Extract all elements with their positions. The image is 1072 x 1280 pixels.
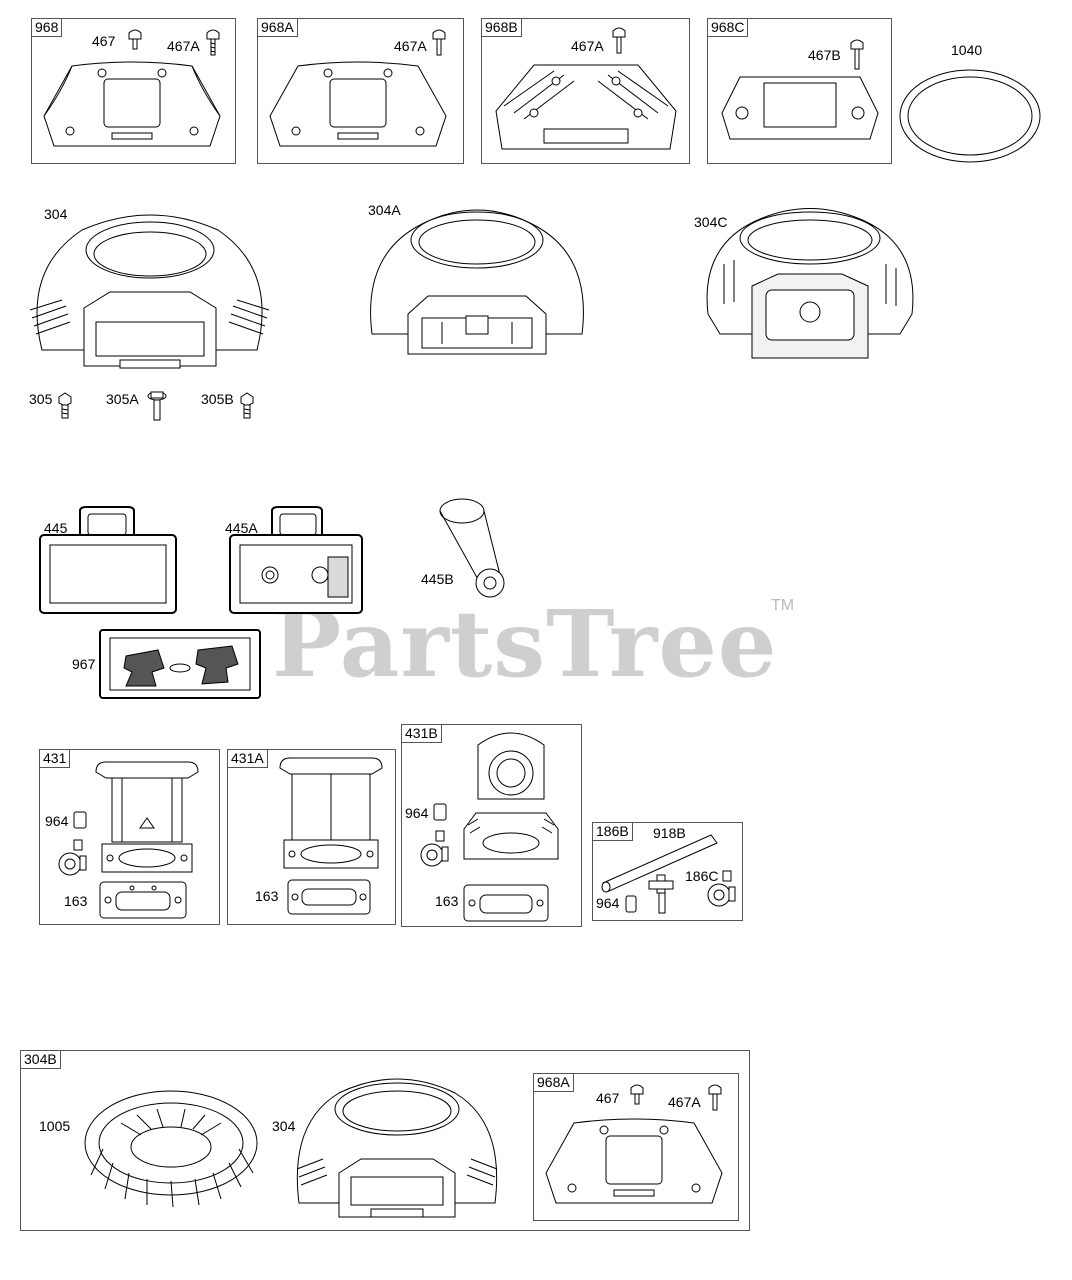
part-label[interactable]: 467A [167,38,200,54]
knob-screw-icon[interactable] [628,1082,646,1108]
group-tag[interactable]: 968B [482,19,522,37]
gasket-163-icon[interactable] [98,880,188,920]
part-group-186b: 186B 918B 964 186C [592,822,743,921]
sleeve-964-icon[interactable] [433,803,447,821]
blower-housing-304a-icon[interactable] [362,204,592,362]
part-group-968: 968 467 467A [31,18,236,164]
bolt-305a-icon[interactable] [147,388,167,422]
part-group-431: 431 964 163 [39,749,220,925]
part-group-304b: 304B 1005 304 968A 467 467A [20,1050,750,1231]
group-tag[interactable]: 968C [708,19,749,37]
part-label[interactable]: 467B [808,47,841,63]
group-tag[interactable]: 431A [228,750,268,768]
cover-968-icon[interactable] [42,61,222,151]
part-label[interactable]: 163 [255,888,279,904]
base-431b-icon[interactable] [456,729,566,879]
part-label[interactable]: 304 [44,206,68,222]
part-group-968b: 968B 467A [481,18,690,164]
knob-screw-icon[interactable] [430,27,448,57]
part-label[interactable]: 304C [694,214,728,230]
group-tag[interactable]: 968A [534,1074,574,1092]
part-group-431b: 431B 964 163 [401,724,582,927]
part-label[interactable]: 445B [421,571,454,587]
part-label[interactable]: 304 [272,1118,296,1134]
flywheel-fan-1005-icon[interactable] [81,1083,261,1213]
base-431-icon[interactable] [92,758,202,878]
bolt-305-icon[interactable] [57,393,73,419]
part-label[interactable]: 186C [685,868,719,884]
part-label[interactable]: 967 [72,656,96,672]
part-label[interactable]: 305 [29,391,53,407]
pre-cleaner-967-icon[interactable] [98,628,262,700]
air-filter-445a-icon[interactable] [228,505,364,615]
breather-fitting-icon[interactable] [418,831,448,869]
sleeve-964-icon[interactable] [73,811,87,829]
part-label[interactable]: 305B [201,391,234,407]
part-group-968a-nested: 968A 467 467A [533,1073,739,1221]
sleeve-964-icon[interactable] [625,895,637,913]
part-label[interactable]: 163 [64,893,88,909]
group-tag[interactable]: 304B [21,1051,61,1069]
part-label[interactable]: 163 [435,893,459,909]
part-label[interactable]: 467A [571,38,604,54]
group-tag[interactable]: 186B [593,823,633,841]
part-label[interactable]: 1040 [951,42,983,58]
part-label[interactable]: 467 [596,1090,620,1106]
breather-fitting-icon[interactable] [56,840,86,878]
part-group-968a: 968A 467A [257,18,464,164]
group-tag[interactable]: 968 [32,19,63,37]
group-tag[interactable]: 968A [258,19,298,37]
bolt-305b-icon[interactable] [239,393,255,419]
part-label[interactable]: 964 [596,895,620,911]
trademark-symbol: TM [771,597,795,614]
breather-fitting-icon[interactable] [705,871,735,909]
part-label[interactable]: 305A [106,391,139,407]
part-label[interactable]: 445A [225,520,258,536]
part-label[interactable]: 467 [92,33,116,49]
hose-918b-icon[interactable] [599,831,719,891]
knob-screw-icon[interactable] [706,1082,724,1112]
part-label[interactable]: 467A [668,1094,701,1110]
part-label[interactable]: 918B [653,825,686,841]
blower-housing-304-icon[interactable] [22,210,277,370]
cover-968c-icon[interactable] [720,73,880,143]
group-tag[interactable]: 431B [402,725,442,743]
base-431a-icon[interactable] [276,754,386,874]
part-label[interactable]: 964 [405,805,429,821]
knob-screw-icon[interactable] [126,27,144,53]
part-label[interactable]: 304A [368,202,401,218]
part-label[interactable]: 445 [44,520,68,536]
knob-screw-icon[interactable] [848,37,866,71]
tee-fitting-icon[interactable] [647,871,677,915]
part-label[interactable]: 1005 [39,1118,71,1134]
air-filter-445-icon[interactable] [38,505,178,615]
ring-1040-icon[interactable] [897,66,1043,166]
gasket-163-icon[interactable] [462,883,550,923]
air-filter-445b-icon[interactable] [436,497,506,601]
group-tag[interactable]: 431 [40,750,71,768]
part-group-431a: 431A 163 [227,749,396,925]
knob-screw-icon[interactable] [610,25,628,55]
gasket-163-icon[interactable] [286,878,372,916]
cover-968a-icon[interactable] [544,1118,724,1208]
part-group-968c: 968C 467B [707,18,892,164]
part-label[interactable]: 964 [45,813,69,829]
knob-screw-icon[interactable] [204,27,222,57]
part-label[interactable]: 467A [394,38,427,54]
blower-housing-304-icon[interactable] [289,1073,505,1223]
cover-968b-icon[interactable] [494,61,678,153]
cover-968a-icon[interactable] [268,61,448,151]
blower-housing-304c-icon[interactable] [700,204,920,364]
